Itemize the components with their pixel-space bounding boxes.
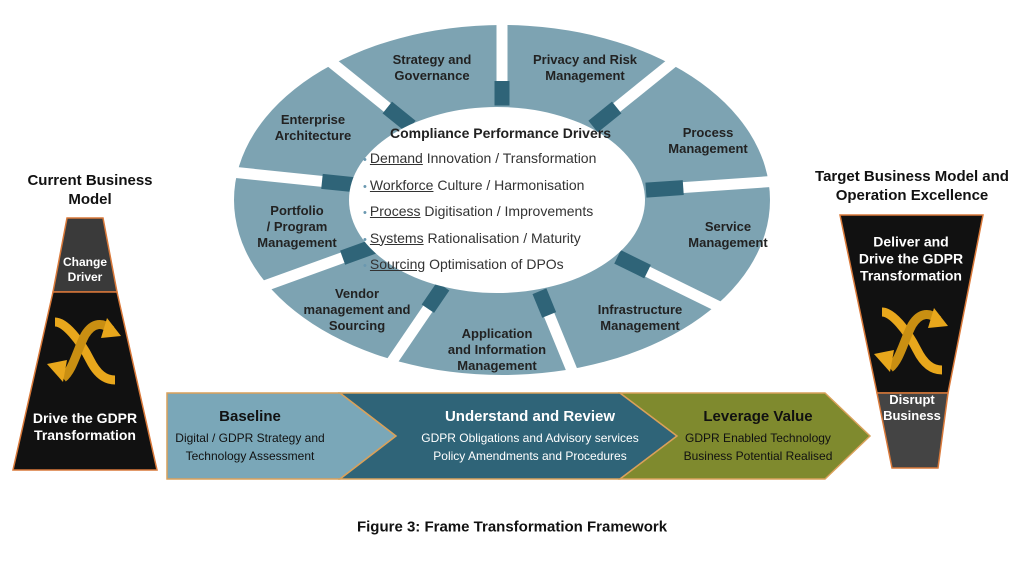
segment-connector xyxy=(645,180,684,198)
segment-portfolio-program: Portfolio / Program Management xyxy=(257,203,337,250)
phase-line: GDPR Obligations and Advisory services xyxy=(421,431,639,445)
segment-connector xyxy=(421,282,450,313)
phase-line: Policy Amendments and Procedures xyxy=(433,449,627,463)
left-bottom-label: Drive the GDPR Transformation xyxy=(32,410,138,443)
left-top-label: Change Driver xyxy=(62,255,108,284)
phase-line: GDPR Enabled Technology xyxy=(685,431,831,445)
segment-strategy-governance: Strategy and Governance xyxy=(392,52,472,83)
segment-process-management: Process Management xyxy=(668,125,748,156)
segment-gap xyxy=(677,174,796,194)
phase-title: Understand and Review xyxy=(444,408,616,425)
driver-item: Process Digitisation / Improvements xyxy=(363,203,596,230)
figure-caption: Figure 3: Frame Transformation Framework xyxy=(356,518,668,536)
right-trapezoid-bottom xyxy=(876,392,949,469)
gdpr-transformation-logo-icon xyxy=(874,307,948,375)
segment-gap xyxy=(542,309,584,389)
phase-title: Baseline xyxy=(219,408,281,425)
segment-gap xyxy=(640,264,740,321)
right-heading: Target Business Model and Operation Exce… xyxy=(815,168,1009,204)
segment-vendor-sourcing: Vendor management and Sourcing xyxy=(303,286,411,333)
driver-item: Systems Rationalisation / Maturity xyxy=(363,230,596,257)
phase-title: Leverage Value xyxy=(703,408,813,425)
segment-connector xyxy=(532,288,557,318)
segment-gap xyxy=(242,250,350,299)
segment-gap xyxy=(210,164,328,188)
segment-enterprise-architecture: Enterprise Architecture xyxy=(274,112,352,143)
segment-gap xyxy=(377,302,435,379)
phase-leverage-value: Leverage Value GDPR Enabled Technology B… xyxy=(684,408,833,465)
segment-application-information: Application and Information Management xyxy=(447,326,547,373)
phase-baseline: Baseline Digital / GDPR Strategy and Tec… xyxy=(175,408,324,465)
right-bottom-label: Disrupt Business xyxy=(883,392,941,423)
phase-line: Business Potential Realised xyxy=(683,449,833,463)
segment-connector xyxy=(588,101,622,133)
driver-item: Demand Innovation / Transformation xyxy=(363,150,596,177)
segment-service-management: Service Management xyxy=(688,219,768,250)
drivers-list: Demand Innovation / Transformation Workf… xyxy=(363,150,596,283)
center-title: Compliance Performance Drivers xyxy=(390,125,611,141)
driver-item: Workforce Culture / Harmonisation xyxy=(363,177,596,204)
segment-connector xyxy=(614,250,651,279)
gdpr-transformation-logo-icon xyxy=(47,317,121,385)
segment-infrastructure: Infrastructure Management xyxy=(597,302,683,333)
phase-leverage-shape xyxy=(617,392,872,480)
phase-understand-review: Understand and Review GDPR Obligations a… xyxy=(421,408,638,465)
phase-line: Digital / GDPR Strategy and xyxy=(175,431,325,445)
left-trapezoid-bottom xyxy=(12,291,158,471)
phase-line: Technology Assessment xyxy=(185,449,315,463)
right-top-label: Deliver and Drive the GDPR Transformatio… xyxy=(858,233,964,284)
segment-gap xyxy=(313,46,395,115)
driver-item: Sourcing Optimisation of DPOs xyxy=(363,256,596,283)
segment-connector xyxy=(382,101,416,133)
segment-gap xyxy=(609,46,691,115)
segment-privacy-risk: Privacy and Risk Management xyxy=(532,52,638,83)
left-heading: Current Business Model xyxy=(27,172,153,208)
